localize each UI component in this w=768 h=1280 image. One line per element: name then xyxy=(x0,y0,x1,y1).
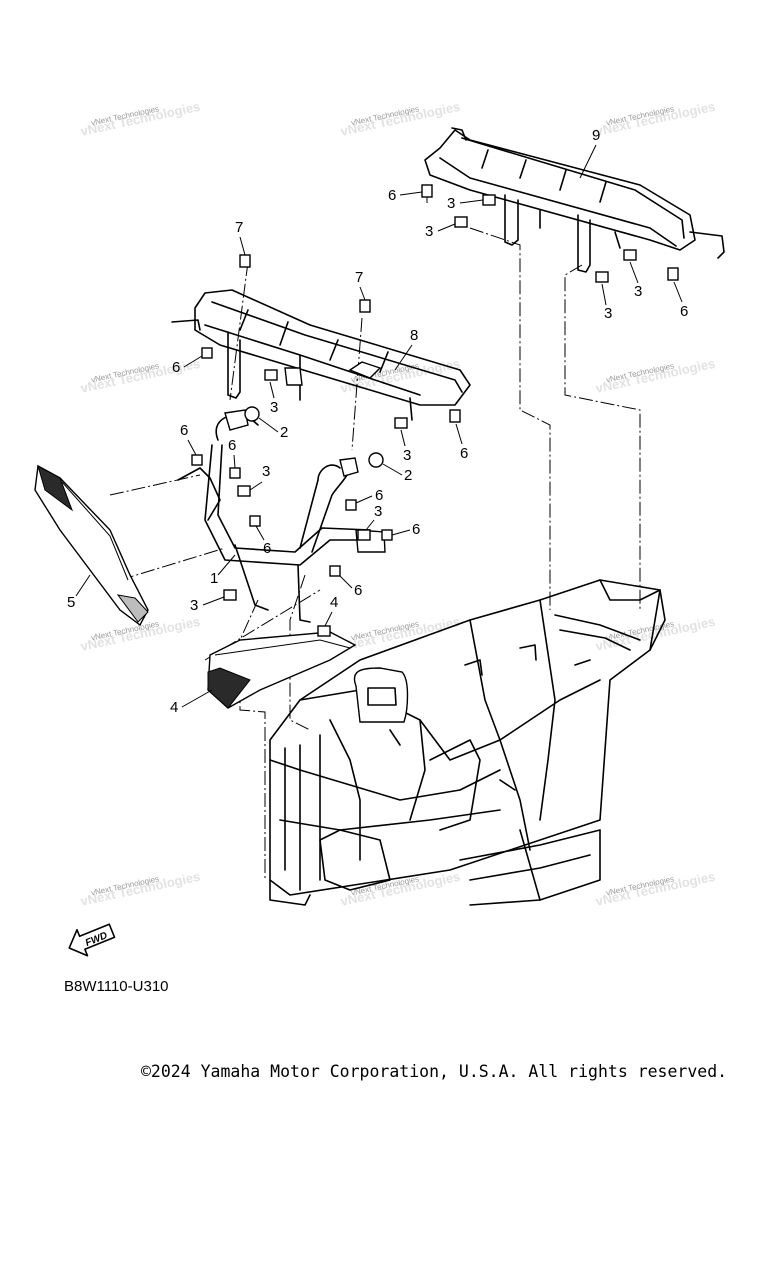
front-carrier xyxy=(171,289,471,421)
callout-9: 9 xyxy=(592,127,600,144)
bolt-icon xyxy=(449,409,461,423)
callout-3: 3 xyxy=(604,305,612,322)
front-guard xyxy=(177,409,386,623)
callout-4: 4 xyxy=(170,699,178,716)
bolt-icon xyxy=(482,194,496,206)
bolt-icon xyxy=(595,271,609,283)
callout-2: 2 xyxy=(404,467,412,484)
grommet-icon xyxy=(244,406,260,422)
callout-6: 6 xyxy=(354,582,362,599)
bolt-icon xyxy=(264,369,278,381)
bolt-icon xyxy=(345,499,357,511)
callout-6: 6 xyxy=(375,487,383,504)
fasteners xyxy=(191,184,679,637)
callout-3: 3 xyxy=(262,463,270,480)
callout-5: 5 xyxy=(67,594,75,611)
callout-6: 6 xyxy=(172,359,180,376)
bolt-icon xyxy=(381,529,393,541)
bolt-icon xyxy=(357,529,371,541)
bolt-icon xyxy=(667,267,679,281)
callout-1: 1 xyxy=(210,570,218,587)
callout-8: 8 xyxy=(410,327,418,344)
callout-3: 3 xyxy=(447,195,455,212)
bolt-icon xyxy=(359,299,371,313)
lower-panel xyxy=(207,631,357,709)
bolt-icon xyxy=(249,515,261,527)
bolt-icon xyxy=(239,254,251,268)
callout-6: 6 xyxy=(412,521,420,538)
bolt-icon xyxy=(329,565,341,577)
callout-7: 7 xyxy=(355,269,363,286)
bolt-icon xyxy=(223,589,237,601)
callout-6: 6 xyxy=(680,303,688,320)
main-frame xyxy=(269,579,666,906)
callout-3: 3 xyxy=(425,223,433,240)
diagram-code: B8W1110-U310 xyxy=(64,978,169,995)
bolt-icon xyxy=(623,249,637,261)
bolt-icon xyxy=(191,454,203,466)
callout-3: 3 xyxy=(270,399,278,416)
callout-3: 3 xyxy=(634,283,642,300)
callout-3: 3 xyxy=(374,503,382,520)
callout-6: 6 xyxy=(388,187,396,204)
callout-2: 2 xyxy=(280,424,288,441)
assembly-chain-lines xyxy=(109,227,641,880)
bolt-icon xyxy=(317,625,331,637)
bolt-icon xyxy=(394,417,408,429)
callout-6: 6 xyxy=(263,540,271,557)
bolt-icon xyxy=(201,347,213,359)
grommet-icon xyxy=(368,452,384,468)
callout-7: 7 xyxy=(235,219,243,236)
callout-3: 3 xyxy=(190,597,198,614)
callout-6: 6 xyxy=(460,445,468,462)
bolt-icon xyxy=(229,467,241,479)
bolt-icon xyxy=(421,184,433,203)
front-panel xyxy=(34,464,149,627)
copyright-notice: ©2024 Yamaha Motor Corporation, U.S.A. A… xyxy=(141,1062,728,1081)
callout-3: 3 xyxy=(403,447,411,464)
bolt-icon xyxy=(237,485,251,497)
callouts: 9 6 3 3 3 3 6 7 7 8 6 3 3 6 2 2 6 6 xyxy=(67,127,688,716)
callout-6: 6 xyxy=(228,437,236,454)
rear-carrier xyxy=(424,127,725,273)
fwd-arrow-icon: FWD xyxy=(68,923,116,957)
callout-3: 4 xyxy=(330,594,338,611)
callout-6: 6 xyxy=(180,422,188,439)
bolt-icon xyxy=(454,216,468,228)
